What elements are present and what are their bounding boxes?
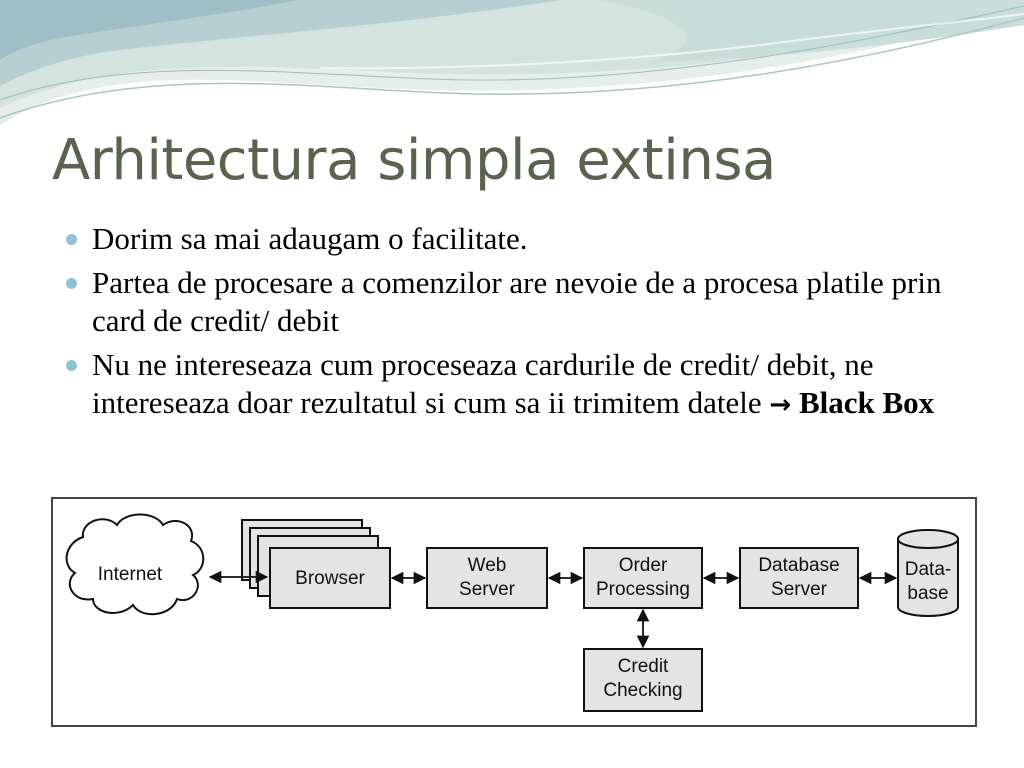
web-server-label-line2: Server	[459, 579, 516, 600]
bullet-dot-icon	[66, 360, 77, 371]
right-arrow-icon: →	[769, 390, 792, 420]
credit-checking-box: Credit Checking	[583, 648, 703, 712]
web-server-box: Web Server	[426, 547, 548, 609]
order-processing-label-line2: Processing	[596, 579, 690, 600]
credit-checking-label-line2: Checking	[603, 680, 682, 701]
bullet-text: Partea de procesare a comenzilor are nev…	[92, 265, 942, 338]
database-server-label-line1: Database	[758, 555, 839, 576]
bullet-dot-icon	[66, 278, 77, 289]
browser-label: Browser	[295, 568, 365, 589]
database-server-label-line2: Server	[771, 579, 828, 600]
header-wave-decoration	[0, 0, 1024, 125]
browser-stack: Browser	[241, 519, 391, 609]
bullet-text: Dorim sa mai adaugam o facilitate.	[92, 221, 528, 256]
database-server-box: Database Server	[739, 547, 859, 609]
bullet-text: Nu ne intereseaza cum proceseaza carduri…	[92, 347, 874, 420]
order-processing-label-line1: Order	[619, 555, 668, 576]
bullet-dot-icon	[66, 234, 77, 245]
database-label-line2: base	[907, 583, 948, 604]
black-box-label: Black Box	[798, 385, 935, 420]
architecture-diagram: Internet Browser Web Server Order Proces…	[51, 497, 977, 727]
internet-cloud: Internet	[65, 513, 205, 616]
database-cylinder: Data- base	[897, 529, 959, 617]
slide-title: Arhitectura simpla extinsa	[52, 128, 776, 193]
bullet-item: Partea de procesare a comenzilor are nev…	[64, 264, 984, 340]
order-processing-box: Order Processing	[583, 547, 703, 609]
internet-label: Internet	[98, 564, 163, 585]
bullet-item: Nu ne intereseaza cum proceseaza carduri…	[64, 346, 984, 424]
bullet-list: Dorim sa mai adaugam o facilitate. Parte…	[64, 220, 984, 430]
web-server-label-line1: Web	[468, 555, 507, 576]
credit-checking-label-line1: Credit	[618, 656, 669, 677]
database-label-line1: Data-	[905, 559, 951, 580]
bullet-item: Dorim sa mai adaugam o facilitate.	[64, 220, 984, 258]
diagram-canvas: Internet Browser Web Server Order Proces…	[65, 513, 959, 712]
